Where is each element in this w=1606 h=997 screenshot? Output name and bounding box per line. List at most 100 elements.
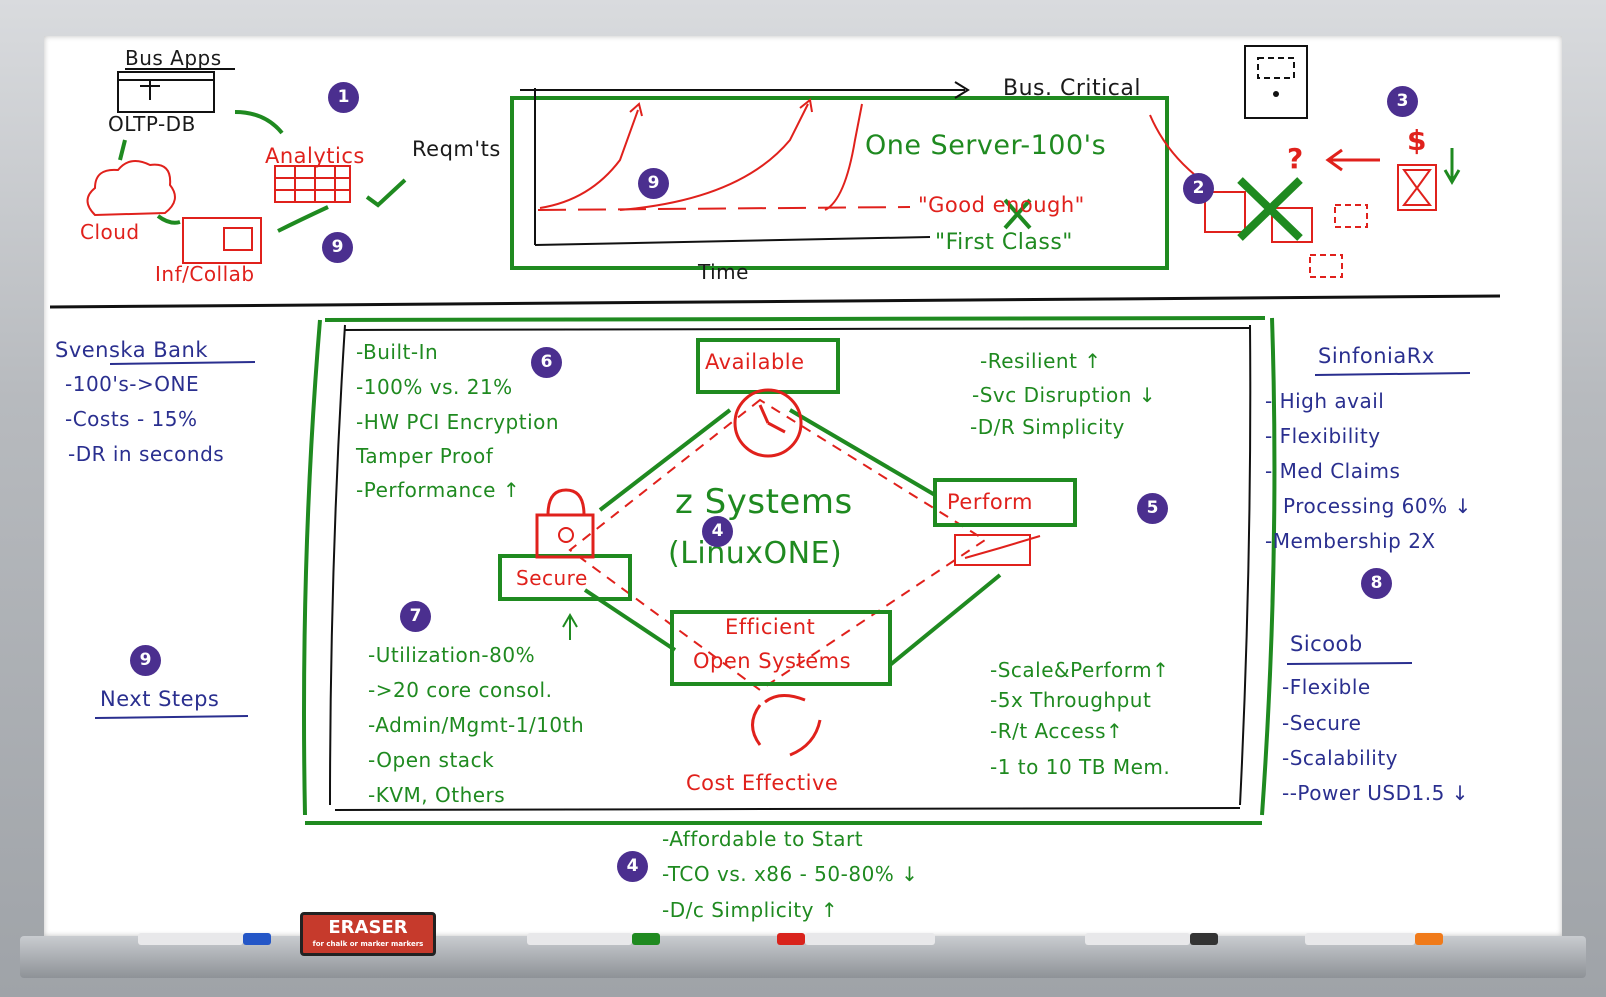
oltp-db-box xyxy=(117,71,215,113)
marker-green-cap xyxy=(632,933,660,945)
scale-item: -Scale&Perform↑ xyxy=(990,658,1170,682)
sinfonia-item: - High avail xyxy=(1265,389,1385,413)
step-badge: 3 xyxy=(1387,86,1418,117)
sicoob-item: -Secure xyxy=(1282,711,1362,735)
sicoob-item: -Flexible xyxy=(1282,675,1371,699)
resilient-item: -Resilient ↑ xyxy=(980,349,1102,373)
secure-label: Secure xyxy=(516,566,588,590)
efficient-box xyxy=(670,610,892,686)
oltp-db-label: OLTP-DB xyxy=(108,112,196,136)
utilization-item: ->20 core consol. xyxy=(368,678,553,702)
next-steps-label: Next Steps xyxy=(100,687,220,711)
step-badge: 4 xyxy=(702,516,733,547)
z-systems-title: z Systems xyxy=(675,482,853,522)
marker-blue[interactable] xyxy=(138,933,243,945)
step-badge: 7 xyxy=(400,601,431,632)
cloud-icon xyxy=(86,160,176,217)
step-badge: 9 xyxy=(130,645,161,676)
svenska-item: -Costs - 15% xyxy=(65,407,198,431)
efficient-label: Efficient xyxy=(725,615,816,639)
step-badge: 4 xyxy=(617,851,648,882)
linuxone-title: (LinuxONE) xyxy=(668,536,843,571)
built-in-item: -100% vs. 21% xyxy=(356,375,513,399)
perform-label: Perform xyxy=(947,490,1033,514)
server-icon xyxy=(1244,45,1308,119)
svenska-item: -100's->ONE xyxy=(65,372,200,396)
inf-collab-label: Inf/Collab xyxy=(155,262,255,286)
sicoob-item: -Scalability xyxy=(1282,746,1399,770)
step-badge: 5 xyxy=(1137,493,1168,524)
utilization-item: -KVM, Others xyxy=(368,783,506,807)
cycle-arrows-icon xyxy=(751,694,822,757)
scale-item: -5x Throughput xyxy=(990,688,1152,712)
sinfonia-item: -Membership 2X xyxy=(1265,529,1436,553)
built-in-item: -Performance ↑ xyxy=(356,478,521,502)
bus-critical-label: Bus. Critical xyxy=(1003,76,1141,101)
utilization-item: -Utilization-80% xyxy=(368,643,536,667)
first-class-label: "First Class" xyxy=(935,230,1073,255)
sinfonia-item: SinfoniaRx xyxy=(1318,344,1435,368)
step-badge: 9 xyxy=(638,168,669,199)
whiteboard xyxy=(44,36,1562,936)
marker-black[interactable] xyxy=(1085,933,1190,945)
affordable-item: -Affordable to Start xyxy=(662,827,864,851)
sinfonia-item: - Flexibility xyxy=(1265,424,1381,448)
affordable-item: -TCO vs. x86 - 50-80% ↓ xyxy=(662,862,919,886)
resilient-item: -D/R Simplicity xyxy=(970,415,1125,439)
perform-chart-icon xyxy=(954,534,1031,566)
sicoob-item: Sicoob xyxy=(1290,632,1363,656)
marker-red-cap xyxy=(777,933,805,945)
marker-black-cap xyxy=(1190,933,1218,945)
scale-item: -R/t Access↑ xyxy=(990,719,1124,743)
built-in-item: -HW PCI Encryption xyxy=(356,410,560,434)
cost-effective-label: Cost Effective xyxy=(686,771,839,795)
built-in-item: -Built-In xyxy=(356,340,439,364)
one-server-label: One Server-100's xyxy=(865,130,1107,161)
sinfonia-item: Processing 60% ↓ xyxy=(1283,494,1472,518)
perform-box xyxy=(933,478,1077,527)
chart-frame xyxy=(510,96,1169,270)
marker-green[interactable] xyxy=(527,933,632,945)
marker-blue-cap xyxy=(243,933,271,945)
marker-orange[interactable] xyxy=(1305,933,1415,945)
step-badge: 6 xyxy=(531,347,562,378)
sicoob-item: --Power USD1.5 ↓ xyxy=(1282,781,1469,805)
eraser-sublabel: for chalk or marker markers xyxy=(312,940,424,948)
cloud-label: Cloud xyxy=(80,220,140,244)
step-badge: 2 xyxy=(1183,173,1214,204)
marker-red[interactable] xyxy=(805,933,935,945)
eraser-label: ERASER xyxy=(328,917,408,938)
utilization-item: -Open stack xyxy=(368,748,495,772)
clock-icon xyxy=(733,388,803,458)
svenska-item: -DR in seconds xyxy=(68,442,225,466)
available-label: Available xyxy=(705,350,805,374)
eraser[interactable]: ERASER for chalk or marker markers xyxy=(300,912,436,956)
open-systems-label: Open Systems xyxy=(693,649,852,673)
bus-apps-label: Bus Apps xyxy=(125,46,222,70)
step-badge: 1 xyxy=(328,82,359,113)
affordable-item: -D/c Simplicity ↑ xyxy=(662,898,839,922)
good-enough-label: "Good enough" xyxy=(918,193,1085,217)
dollar-sign: $ xyxy=(1407,124,1427,157)
scale-item: -1 to 10 TB Mem. xyxy=(990,755,1171,779)
collab-screen-icon xyxy=(182,217,262,264)
built-in-item: Tamper Proof xyxy=(356,444,494,468)
divider-line xyxy=(49,294,1501,309)
question-mark: ? xyxy=(1287,142,1304,175)
analytics-grid-icon xyxy=(274,165,351,203)
available-box xyxy=(696,338,840,394)
hourglass-icon xyxy=(1397,164,1437,211)
time-axis-label: Time xyxy=(698,260,749,284)
lock-icon xyxy=(535,513,595,559)
svenska-item: Svenska Bank xyxy=(55,338,209,362)
analytics-label: Analytics xyxy=(265,144,365,168)
server-red-icon xyxy=(1204,191,1246,233)
reqmts-label: Reqm'ts xyxy=(412,137,501,161)
marker-orange-cap xyxy=(1415,933,1443,945)
step-badge: 8 xyxy=(1361,568,1392,599)
resilient-item: -Svc Disruption ↓ xyxy=(972,383,1156,407)
utilization-item: -Admin/Mgmt-1/10th xyxy=(368,713,585,737)
cross-mark xyxy=(1237,177,1303,241)
step-badge: 9 xyxy=(322,232,353,263)
